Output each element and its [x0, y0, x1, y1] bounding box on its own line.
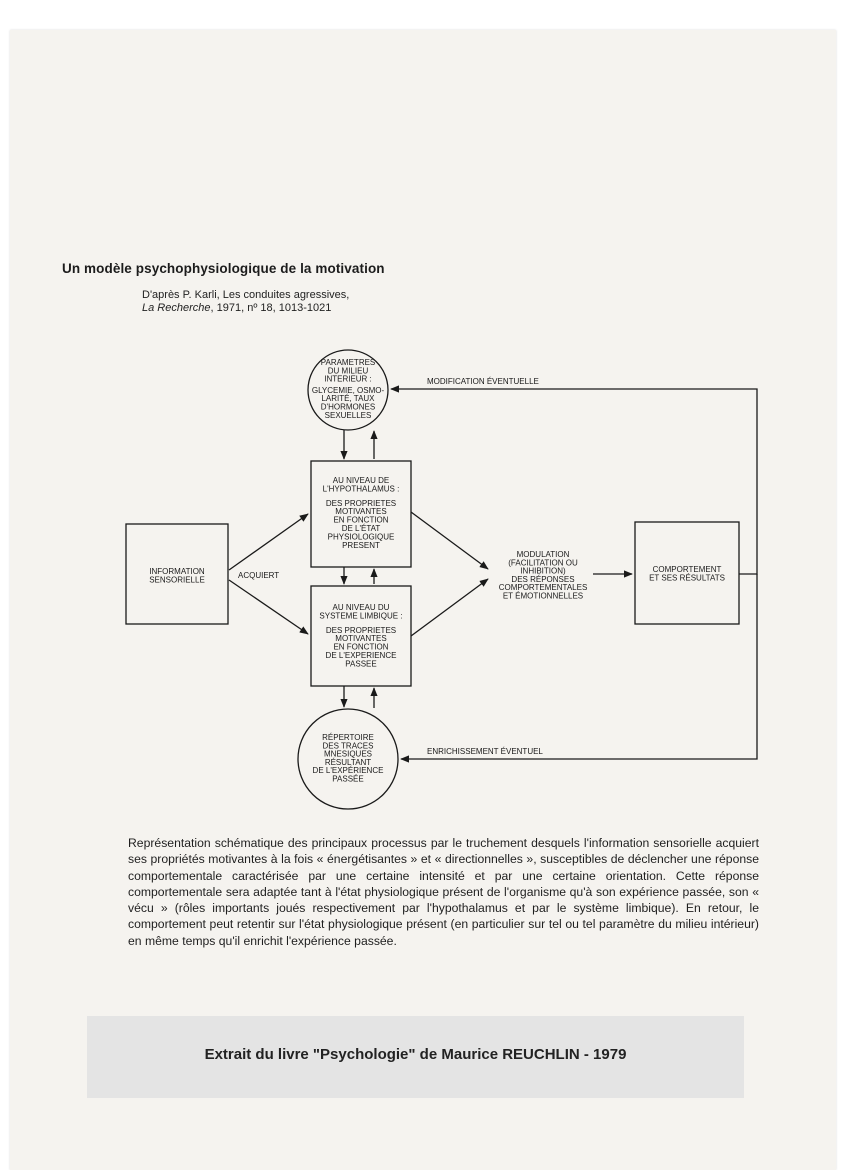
systeme_limbique-line: DE L'EXPERIENCE: [326, 651, 397, 660]
hypothalamus-box: [310, 460, 412, 568]
repertoire-circle: [297, 708, 399, 810]
systeme_limbique-line: DES PROPRIETES: [326, 626, 396, 635]
hypothalamus-line: PRESENT: [342, 541, 380, 550]
modification-label: MODIFICATION ÉVENTUELLE: [427, 377, 539, 386]
information-line: INFORMATION: [149, 567, 205, 576]
footer-credit: Extrait du livre "Psychologie" de Mauric…: [204, 1046, 627, 1063]
modulation-line: DES RÉPONSES: [511, 575, 574, 584]
modulation-line: MODULATION: [517, 550, 570, 559]
footer-band: Extrait du livre "Psychologie" de Mauric…: [87, 1016, 744, 1098]
milieu_interieur-line: D'HORMONES: [321, 403, 375, 412]
acquiert-label: ACQUIERT: [238, 571, 279, 580]
description-paragraph: Représentation schématique des principau…: [128, 836, 759, 948]
modulation-line: INHIBITION): [520, 567, 566, 576]
source-citation: D'après P. Karli, Les conduites agressiv…: [142, 289, 349, 315]
modulation-line: (FACILITATION OU: [508, 558, 578, 567]
hypothalamus-line: PHYSIOLOGIQUE: [328, 532, 395, 541]
repertoire-line: DES TRACES: [323, 741, 374, 750]
repertoire-line: RÉSULTANT: [325, 758, 371, 767]
milieu_interieur-line: LARITÉ, TAUX: [321, 394, 375, 403]
milieu_interieur-line: DU MILIEU: [328, 366, 369, 375]
milieu_interieur-line: INTERIEUR :: [324, 375, 372, 384]
milieu_interieur-line: PARAMETRES: [321, 358, 376, 367]
source-reference: , 1971, nº 18, 1013-1021: [210, 302, 332, 314]
source-journal: La Recherche: [142, 302, 211, 314]
systeme_limbique-line: PASSEE: [345, 659, 376, 668]
information-line: SENSORIELLE: [149, 576, 205, 585]
source-line-2: La Recherche, 1971, nº 18, 1013-1021: [142, 302, 349, 315]
paper-sheet: [10, 30, 836, 1170]
arrow-limbique-to-modulation: [410, 578, 489, 637]
hypothalamus-line: EN FONCTION: [333, 516, 388, 525]
information-box: [125, 523, 229, 625]
systeme_limbique-line: SYSTEME LIMBIQUE :: [319, 611, 402, 620]
arrow-hypothalamus-to-modulation: [410, 511, 489, 570]
hypothalamus-line: DE L'ÉTAT: [342, 524, 381, 533]
source-line-1: D'après P. Karli, Les conduites agressiv…: [142, 289, 350, 301]
comportement-line: ET SES RÉSULTATS: [649, 574, 725, 583]
systeme_limbique-line: EN FONCTION: [333, 643, 388, 652]
hypothalamus-line: L'HYPOTHALAMUS :: [323, 484, 400, 493]
hypothalamus-line: MOTIVANTES: [335, 507, 386, 516]
comportement-box: [634, 521, 740, 625]
comportement-line: COMPORTEMENT: [653, 565, 722, 574]
milieu-interieur-circle: [307, 349, 389, 431]
systeme_limbique-line: MOTIVANTES: [335, 634, 386, 643]
arrow-information-to-hypothalamus: [228, 513, 309, 571]
repertoire-line: MNESIQUES: [324, 750, 372, 759]
systeme_limbique-line: AU NIVEAU DU: [333, 603, 390, 612]
milieu_interieur-line: SEXUELLES: [325, 411, 372, 420]
repertoire-line: DE L'EXPÉRIENCE: [313, 766, 384, 775]
feedback-enrichissement-line: [400, 574, 758, 763]
modulation-line: COMPORTEMENTALES: [499, 583, 588, 592]
modulation-line: ET ÉMOTIONNELLES: [503, 592, 583, 601]
feedback-modification-line: [390, 385, 758, 575]
milieu_interieur-line: GLYCEMIE, OSMO-: [312, 386, 385, 395]
document-title: Un modèle psychophysiologique de la moti…: [62, 261, 385, 276]
repertoire-line: PASSÉE: [332, 775, 363, 784]
hypothalamus-line: DES PROPRIETES: [326, 499, 396, 508]
enrichissement-label: ENRICHISSEMENT ÉVENTUEL: [427, 747, 543, 756]
repertoire-line: RÉPERTOIRE: [322, 733, 374, 742]
hypothalamus-line: AU NIVEAU DE: [333, 476, 389, 485]
arrow-information-to-limbique: [228, 579, 309, 635]
